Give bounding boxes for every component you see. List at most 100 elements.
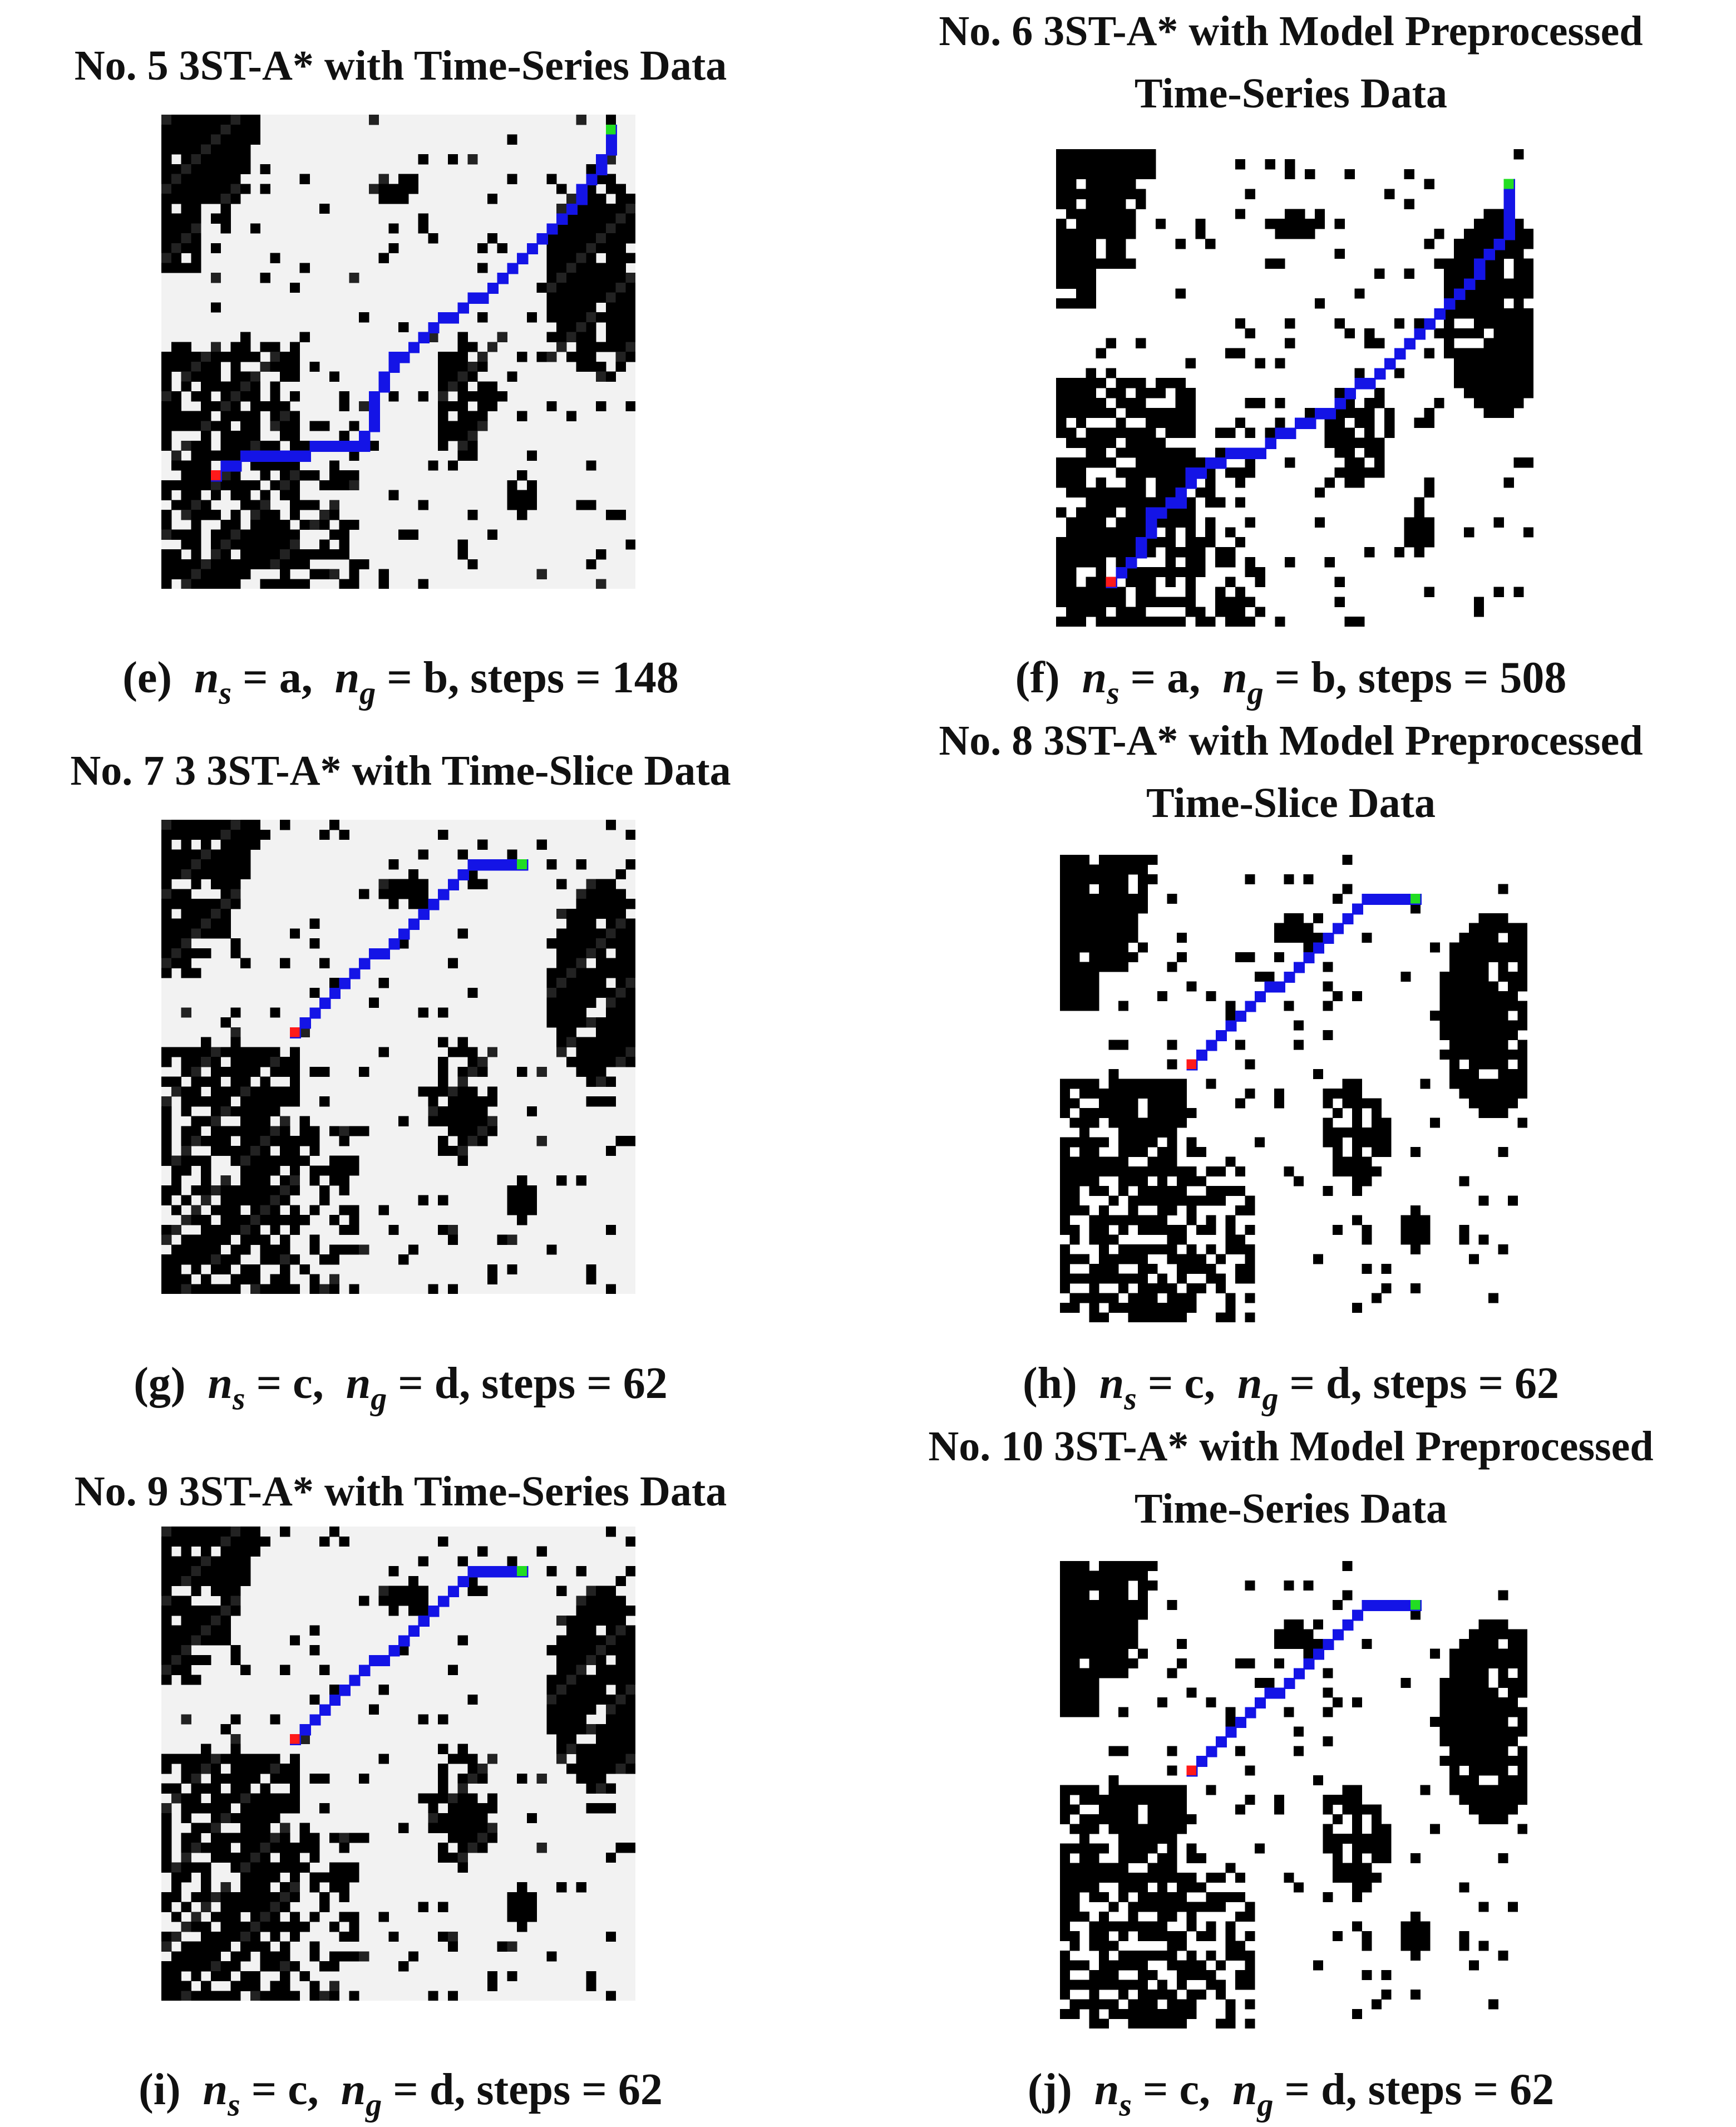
obstacle-cell xyxy=(201,1961,211,1972)
obstacle-cell xyxy=(1056,238,1067,249)
obstacle-cell xyxy=(477,1773,488,1784)
obstacle-cell xyxy=(1079,1912,1089,1922)
obstacle-cell xyxy=(171,124,181,135)
obstacle-cell xyxy=(250,820,260,830)
path-cell xyxy=(1255,447,1267,459)
obstacle-cell xyxy=(171,253,181,263)
obstacle-cell xyxy=(1410,1609,1421,1620)
obstacle-cell xyxy=(181,1615,191,1626)
obstacle-cell xyxy=(161,194,172,204)
obstacle-cell xyxy=(1096,378,1106,388)
obstacle-cell xyxy=(1138,1892,1148,1902)
obstacle-cell xyxy=(201,1764,211,1774)
obstacle-cell xyxy=(1147,1089,1158,1099)
obstacle-cell xyxy=(161,164,172,174)
obstacle-cell xyxy=(1493,338,1504,348)
obstacle-cell xyxy=(1138,855,1148,865)
obstacle-cell xyxy=(1128,1912,1138,1922)
obstacle-cell xyxy=(1503,407,1514,418)
obstacle-cell xyxy=(477,381,488,392)
obstacle-cell xyxy=(260,1991,270,2001)
obstacle-cell xyxy=(517,352,527,362)
obstacle-cell xyxy=(1060,1843,1070,1854)
obstacle-cell xyxy=(191,908,201,919)
obstacle-cell xyxy=(1126,427,1136,438)
obstacle-cell xyxy=(201,1076,211,1087)
obstacle-cell xyxy=(1493,348,1504,358)
obstacle-cell xyxy=(1488,1648,1498,1659)
obstacle-cell xyxy=(428,332,438,342)
obstacle-cell xyxy=(1056,427,1067,438)
obstacle-cell xyxy=(1186,1166,1197,1176)
obstacle-cell xyxy=(260,1155,270,1166)
obstacle-cell xyxy=(605,1704,616,1715)
obstacle-cell xyxy=(1323,1668,1333,1678)
obstacle-cell xyxy=(181,1645,191,1656)
obstacle-cell xyxy=(201,164,211,174)
obstacle-cell xyxy=(1517,1746,1527,1756)
obstacle-cell xyxy=(1079,1853,1089,1863)
obstacle-cell xyxy=(605,342,616,352)
obstacle-cell xyxy=(339,519,349,530)
obstacle-cell xyxy=(1206,1970,1216,1980)
obstacle-cell xyxy=(566,233,576,244)
obstacle-cell xyxy=(1177,1795,1187,1805)
obstacle-cell xyxy=(487,391,497,402)
obstacle-cell xyxy=(1206,1951,1216,1961)
obstacle-cell xyxy=(605,1645,616,1656)
obstacle-cell xyxy=(467,1126,478,1136)
obstacle-cell xyxy=(586,948,596,958)
obstacle-cell xyxy=(477,401,488,411)
path-cell xyxy=(1235,1011,1247,1022)
obstacle-cell xyxy=(1155,487,1166,498)
obstacle-cell xyxy=(1517,972,1527,982)
obstacle-cell xyxy=(1099,2018,1109,2028)
obstacle-cell xyxy=(220,1596,231,1606)
obstacle-cell xyxy=(615,282,626,293)
obstacle-cell xyxy=(1186,1912,1197,1922)
obstacle-cell xyxy=(349,470,359,481)
obstacle-cell xyxy=(457,539,468,550)
obstacle-cell xyxy=(388,391,399,402)
obstacle-cell xyxy=(230,1076,241,1087)
obstacle-cell xyxy=(181,1575,191,1586)
obstacle-cell xyxy=(1245,1765,1255,1776)
obstacle-cell xyxy=(1089,1089,1099,1099)
obstacle-cell xyxy=(1157,1127,1167,1138)
obstacle-cell xyxy=(546,352,557,362)
obstacle-cell xyxy=(289,1165,300,1176)
obstacle-cell xyxy=(1469,1736,1479,1746)
obstacle-cell xyxy=(1138,1195,1148,1206)
obstacle-cell xyxy=(1459,1639,1469,1649)
obstacle-cell xyxy=(1508,972,1518,982)
obstacle-cell xyxy=(1157,1147,1167,1157)
obstacle-cell xyxy=(1076,407,1087,418)
obstacle-cell xyxy=(270,342,280,352)
obstacle-cell xyxy=(1205,477,1216,488)
panel-j-ns-value: c xyxy=(1179,2065,1199,2114)
obstacle-cell xyxy=(1498,1244,1508,1254)
obstacle-cell xyxy=(1205,617,1216,627)
obstacle-cell xyxy=(596,908,606,919)
obstacle-cell xyxy=(1157,1873,1167,1883)
obstacle-cell xyxy=(1275,397,1285,408)
obstacle-cell xyxy=(625,1566,635,1577)
obstacle-cell xyxy=(1060,1629,1070,1639)
obstacle-cell xyxy=(1128,913,1138,923)
path-cell xyxy=(586,174,598,185)
obstacle-cell xyxy=(1116,527,1126,538)
obstacle-cell xyxy=(230,1556,241,1567)
obstacle-cell xyxy=(378,1596,389,1606)
obstacle-cell xyxy=(1400,1921,1411,1932)
obstacle-cell xyxy=(359,1833,369,1843)
obstacle-cell xyxy=(210,1941,221,1952)
obstacle-cell xyxy=(171,1254,181,1265)
obstacle-cell xyxy=(566,1694,576,1705)
obstacle-cell xyxy=(1060,855,1070,865)
obstacle-cell xyxy=(1225,1892,1236,1902)
obstacle-cell xyxy=(1060,1147,1070,1157)
obstacle-cell xyxy=(605,115,616,125)
obstacle-cell xyxy=(161,411,172,421)
obstacle-cell xyxy=(191,928,201,939)
obstacle-cell xyxy=(289,1754,300,1764)
